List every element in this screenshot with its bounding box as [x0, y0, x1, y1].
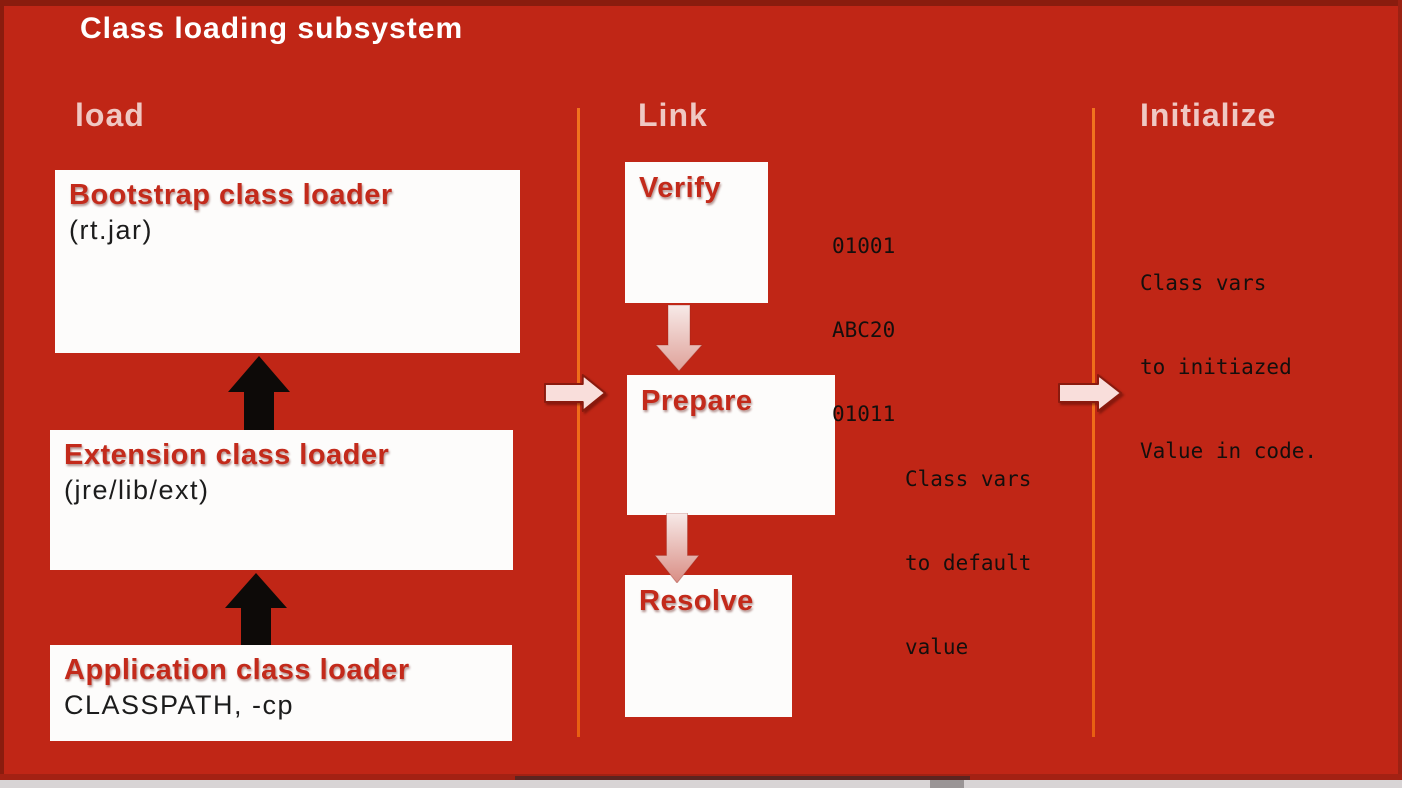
- bytecode-line: 01001: [832, 234, 896, 258]
- phase-header-initialize: Initialize: [1140, 97, 1277, 133]
- prepare-box: Prepare: [627, 375, 835, 515]
- extension-class-loader-title: Extension class loader: [64, 439, 390, 471]
- initialize-annotation: Class vars to initiazed Value in code.: [1140, 213, 1317, 521]
- divider-link-initialize: [1092, 108, 1095, 737]
- prepare-annotation-line: to default: [905, 551, 1032, 575]
- extension-class-loader-box: Extension class loader (jre/lib/ext): [50, 430, 513, 570]
- right-arrow-icon: [1058, 374, 1122, 412]
- verify-title: Verify: [639, 172, 721, 204]
- verify-box: Verify: [625, 162, 768, 303]
- phase-header-link: Link: [638, 97, 708, 133]
- phase-header-load: load: [75, 97, 145, 133]
- application-class-loader-subtitle: CLASSPATH, -cp: [64, 690, 295, 720]
- bottom-strip-dark-segment: [515, 776, 970, 782]
- up-arrow-icon: [228, 356, 290, 430]
- resolve-box: Resolve: [625, 575, 792, 717]
- slide-title: Class loading subsystem: [80, 12, 464, 45]
- prepare-title: Prepare: [641, 385, 753, 417]
- prepare-annotation-line: value: [905, 635, 969, 659]
- resolve-title: Resolve: [639, 585, 754, 617]
- bytecode-annotation: 01001 ABC20 01011: [832, 176, 895, 484]
- initialize-annotation-line: to initiazed: [1140, 355, 1292, 379]
- slide-edge-right: [1398, 0, 1402, 780]
- slide-edge-left: [0, 0, 4, 780]
- slide-edge-top: [0, 0, 1402, 6]
- initialize-annotation-line: Value in code.: [1140, 439, 1318, 463]
- bootstrap-class-loader-box: Bootstrap class loader (rt.jar): [55, 170, 520, 353]
- up-arrow-icon: [225, 573, 287, 645]
- initialize-annotation-line: Class vars: [1140, 271, 1267, 295]
- bootstrap-class-loader-title: Bootstrap class loader: [69, 179, 393, 211]
- application-class-loader-box: Application class loader CLASSPATH, -cp: [50, 645, 512, 741]
- extension-class-loader-subtitle: (jre/lib/ext): [64, 475, 210, 505]
- bottom-strip: [0, 780, 1402, 788]
- bytecode-line: 01011: [832, 402, 896, 426]
- bottom-strip-gray-segment: [930, 780, 964, 788]
- right-arrow-icon: [544, 374, 606, 412]
- divider-load-link: [577, 108, 580, 737]
- down-arrow-icon: [655, 513, 699, 583]
- bootstrap-class-loader-subtitle: (rt.jar): [69, 215, 153, 245]
- down-arrow-icon: [656, 305, 702, 371]
- bytecode-line: ABC20: [832, 318, 896, 342]
- application-class-loader-title: Application class loader: [64, 654, 410, 686]
- prepare-annotation: Class vars to default value: [905, 409, 1031, 717]
- prepare-annotation-line: Class vars: [905, 467, 1032, 491]
